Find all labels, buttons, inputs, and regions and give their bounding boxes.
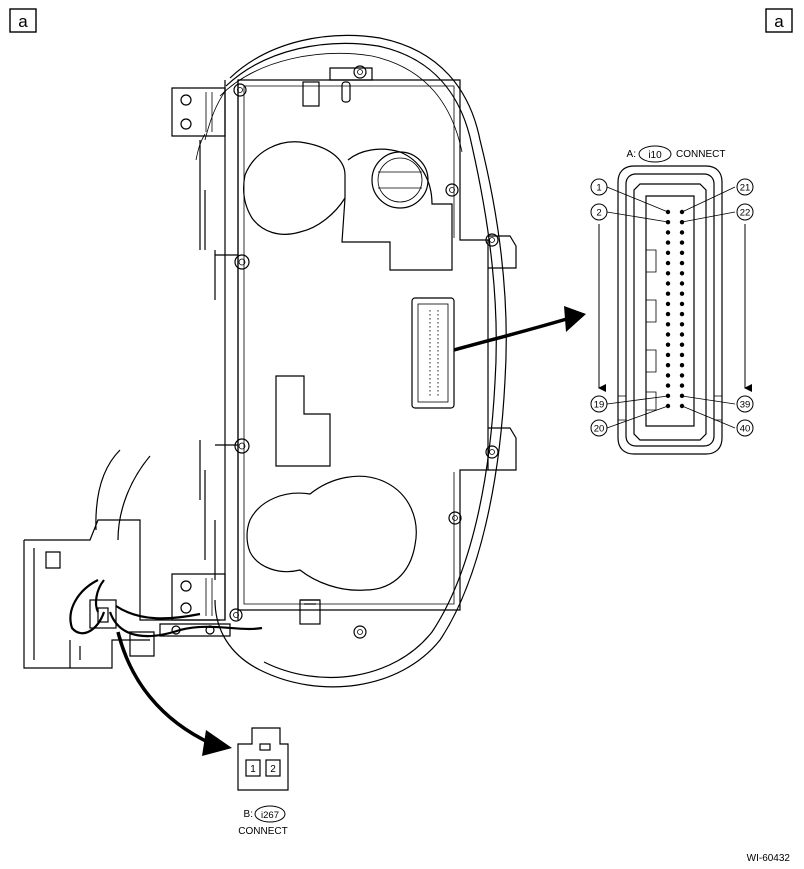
svg-text:B:: B: xyxy=(244,809,253,820)
connector-a-pin xyxy=(679,240,685,245)
connector-a-pin xyxy=(665,301,671,307)
arrow-head-b xyxy=(202,730,232,756)
combination-meter-drawing xyxy=(23,34,517,688)
pin-callout-22: 22 xyxy=(736,203,754,221)
svg-text:19: 19 xyxy=(594,400,605,411)
connector-b-caption: B: i267 CONNECT xyxy=(238,805,288,837)
connector-b-pin-2: 2 xyxy=(270,764,276,775)
connector-a-pin xyxy=(665,250,671,255)
connector-a-pin xyxy=(679,322,685,327)
svg-text:1: 1 xyxy=(596,183,601,194)
svg-text:2: 2 xyxy=(596,208,601,219)
connector-a-detail: A: i10 CONNECT 1 2 19 20 21 22 xyxy=(590,145,754,455)
pin-callout-21: 21 xyxy=(736,178,754,196)
pin-callout-40: 40 xyxy=(736,419,754,437)
connector-a-pin xyxy=(679,352,685,358)
connector-a-pin xyxy=(665,332,671,337)
svg-text:A:: A: xyxy=(627,149,636,160)
connector-a-pin xyxy=(665,281,671,286)
arrow-head-a xyxy=(564,306,586,332)
meter-connector-pins xyxy=(429,310,439,396)
svg-text:i267: i267 xyxy=(261,810,279,821)
connector-a-pin xyxy=(679,220,685,225)
corner-label-left: a xyxy=(9,8,37,33)
svg-text:CONNECT: CONNECT xyxy=(676,149,725,160)
connector-a-pin xyxy=(679,271,685,276)
svg-text:40: 40 xyxy=(740,424,751,435)
svg-text:22: 22 xyxy=(740,208,751,219)
connector-a-pin xyxy=(679,393,685,398)
svg-text:20: 20 xyxy=(594,424,605,435)
pin-callout-1: 1 xyxy=(590,178,608,196)
connector-a-pin xyxy=(665,311,671,317)
connector-b-detail: 1 2 B: i267 CONNECT xyxy=(237,727,289,837)
connector-a-pin xyxy=(665,260,671,266)
figure-id: WI-60432 xyxy=(747,853,791,864)
connector-a-pin xyxy=(665,271,671,276)
connector-a-pin xyxy=(679,373,685,378)
connector-a-pin xyxy=(665,383,671,388)
connector-a-pin xyxy=(665,342,671,347)
connector-a-pin xyxy=(679,250,685,255)
svg-text:CONNECT: CONNECT xyxy=(238,826,287,837)
svg-text:39: 39 xyxy=(740,400,751,411)
connector-a-pin xyxy=(665,393,671,398)
connector-a-pin xyxy=(665,352,671,358)
corner-label-right: a xyxy=(765,8,793,33)
connector-a-pin xyxy=(679,291,685,296)
connector-a-pin xyxy=(665,240,671,245)
svg-text:i10: i10 xyxy=(648,150,662,161)
connector-a-pin xyxy=(679,332,685,337)
connector-a-pin xyxy=(665,220,671,225)
arrow-to-connector-a xyxy=(453,316,571,352)
connector-a-pin xyxy=(679,281,685,286)
connector-a-pin xyxy=(679,301,685,307)
arrow-to-connector-b xyxy=(116,631,213,746)
pin-callout-20: 20 xyxy=(590,419,608,437)
connector-b-pin-1: 1 xyxy=(250,764,256,775)
svg-text:a: a xyxy=(18,12,28,31)
svg-text:21: 21 xyxy=(740,183,751,194)
connector-a-pin xyxy=(679,342,685,347)
connector-a-caption: A: i10 CONNECT xyxy=(627,145,725,163)
connector-a-pin xyxy=(665,373,671,378)
connector-a-pin xyxy=(679,230,685,235)
connector-a-pin xyxy=(665,363,671,368)
connector-a-pin xyxy=(679,363,685,368)
connector-a-pin xyxy=(679,383,685,388)
pin-callout-2: 2 xyxy=(590,203,608,221)
connector-a-pin xyxy=(665,322,671,327)
connector-a-pin-array xyxy=(665,209,685,409)
connector-a-pin xyxy=(679,311,685,317)
pin-callout-19: 19 xyxy=(590,395,608,413)
connector-a-pin xyxy=(679,260,685,266)
pin-callout-39: 39 xyxy=(736,395,754,413)
connector-a-pin xyxy=(665,230,671,235)
svg-text:a: a xyxy=(774,12,784,31)
connector-a-pin xyxy=(665,291,671,296)
